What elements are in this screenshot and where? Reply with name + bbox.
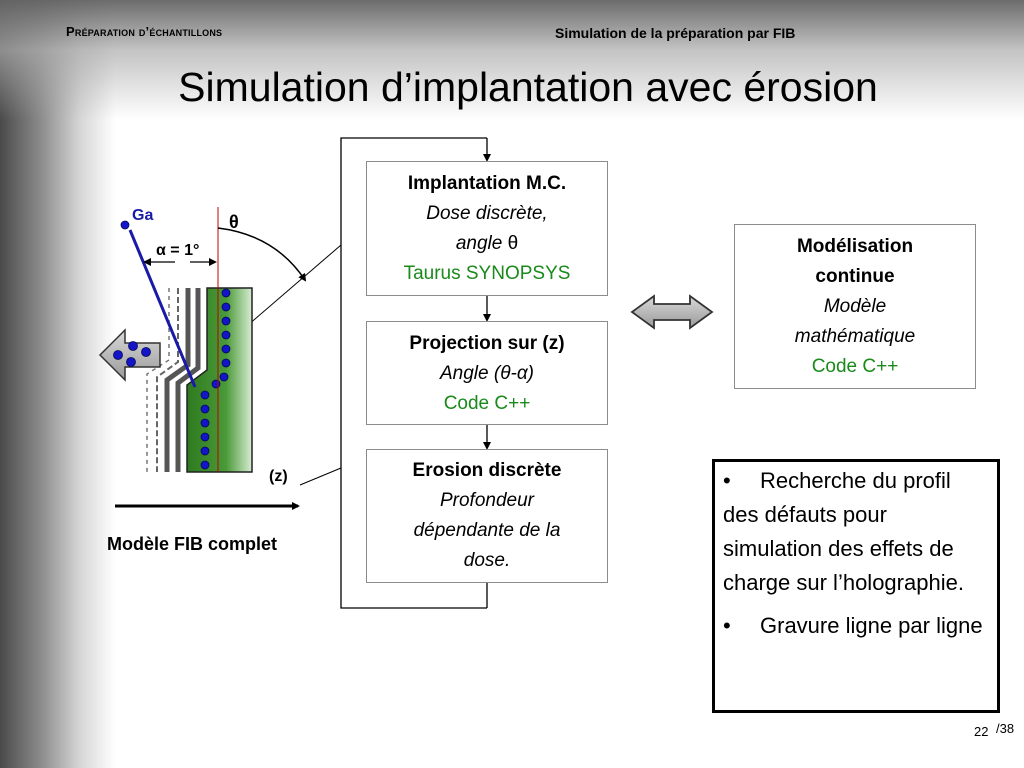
- erosion-box: Erosion discrète Profondeur dépendante d…: [366, 449, 608, 583]
- alpha-label: α = 1°: [156, 242, 200, 259]
- implantation-title: Implantation M.C.: [407, 173, 567, 194]
- note-text-1: Recherche du profil des défauts pour sim…: [723, 468, 964, 595]
- theta-arc: [217, 227, 307, 282]
- implantation-box: Implantation M.C. Dose discrète, angle θ…: [366, 161, 608, 296]
- model-caption: Modèle FIB complet: [107, 534, 278, 554]
- erosion-line2: dépendante de la: [413, 520, 561, 541]
- ga-source-dot: [120, 220, 130, 230]
- modelisation-title2: continue: [815, 266, 895, 287]
- note-item-1: •Recherche du profil des défauts pour si…: [723, 464, 991, 600]
- z-axis-label: (z): [269, 468, 288, 485]
- profile-layer-1: [175, 288, 201, 472]
- projection-title: Projection sur (z): [409, 333, 565, 354]
- erosion-title: Erosion discrète: [412, 460, 562, 481]
- page-title: Simulation d’implantation avec érosion: [178, 64, 878, 110]
- page-total: /38: [996, 721, 1015, 736]
- implantation-angle-symbol: θ: [502, 233, 519, 254]
- notes-box: •Recherche du profil des défauts pour si…: [712, 459, 1000, 713]
- zoom-line-lower: [299, 467, 342, 486]
- loop-frame: [340, 137, 487, 609]
- sputtered-dots: [113, 341, 151, 367]
- implantation-line1: Dose discrète,: [426, 203, 548, 224]
- note-text-2: Gravure ligne par ligne: [760, 613, 983, 638]
- erosion-line3: dose.: [463, 550, 511, 571]
- sputter-arrow-icon: [98, 328, 161, 382]
- modelisation-title1: Modélisation: [796, 236, 914, 257]
- profile-layer-3: [156, 288, 179, 472]
- projection-code: Code C++: [443, 393, 531, 414]
- modelisation-line2: mathématique: [794, 326, 916, 347]
- double-arrow-icon: [630, 294, 714, 330]
- bullet-icon: •: [723, 613, 731, 638]
- ion-beam: [128, 229, 197, 388]
- theta-label: θ: [229, 212, 239, 232]
- section-title: Préparation d’échantillons: [66, 24, 223, 39]
- page-number: 22: [974, 724, 989, 739]
- projection-box: Projection sur (z) Angle (θ-α) Code C++: [366, 321, 608, 425]
- modelisation-box: Modélisation continue Modèle mathématiqu…: [734, 224, 976, 389]
- implantation-code: Taurus SYNOPSYS: [403, 263, 571, 284]
- note-item-2: • Gravure ligne par ligne: [723, 609, 991, 643]
- slide-subtitle: Simulation de la préparation par FIB: [555, 25, 796, 41]
- bullet-icon: •: [723, 468, 731, 493]
- profile-layer-2: [164, 288, 191, 472]
- modelisation-line1: Modèle: [823, 296, 887, 317]
- implantation-line2: angle θ: [367, 229, 607, 259]
- ga-label: Ga: [132, 207, 154, 224]
- projection-line1: Angle (θ-α): [440, 363, 534, 384]
- implantation-angle-word: angle: [455, 233, 503, 254]
- erosion-line1: Profondeur: [439, 490, 534, 511]
- modelisation-code: Code C++: [811, 356, 899, 377]
